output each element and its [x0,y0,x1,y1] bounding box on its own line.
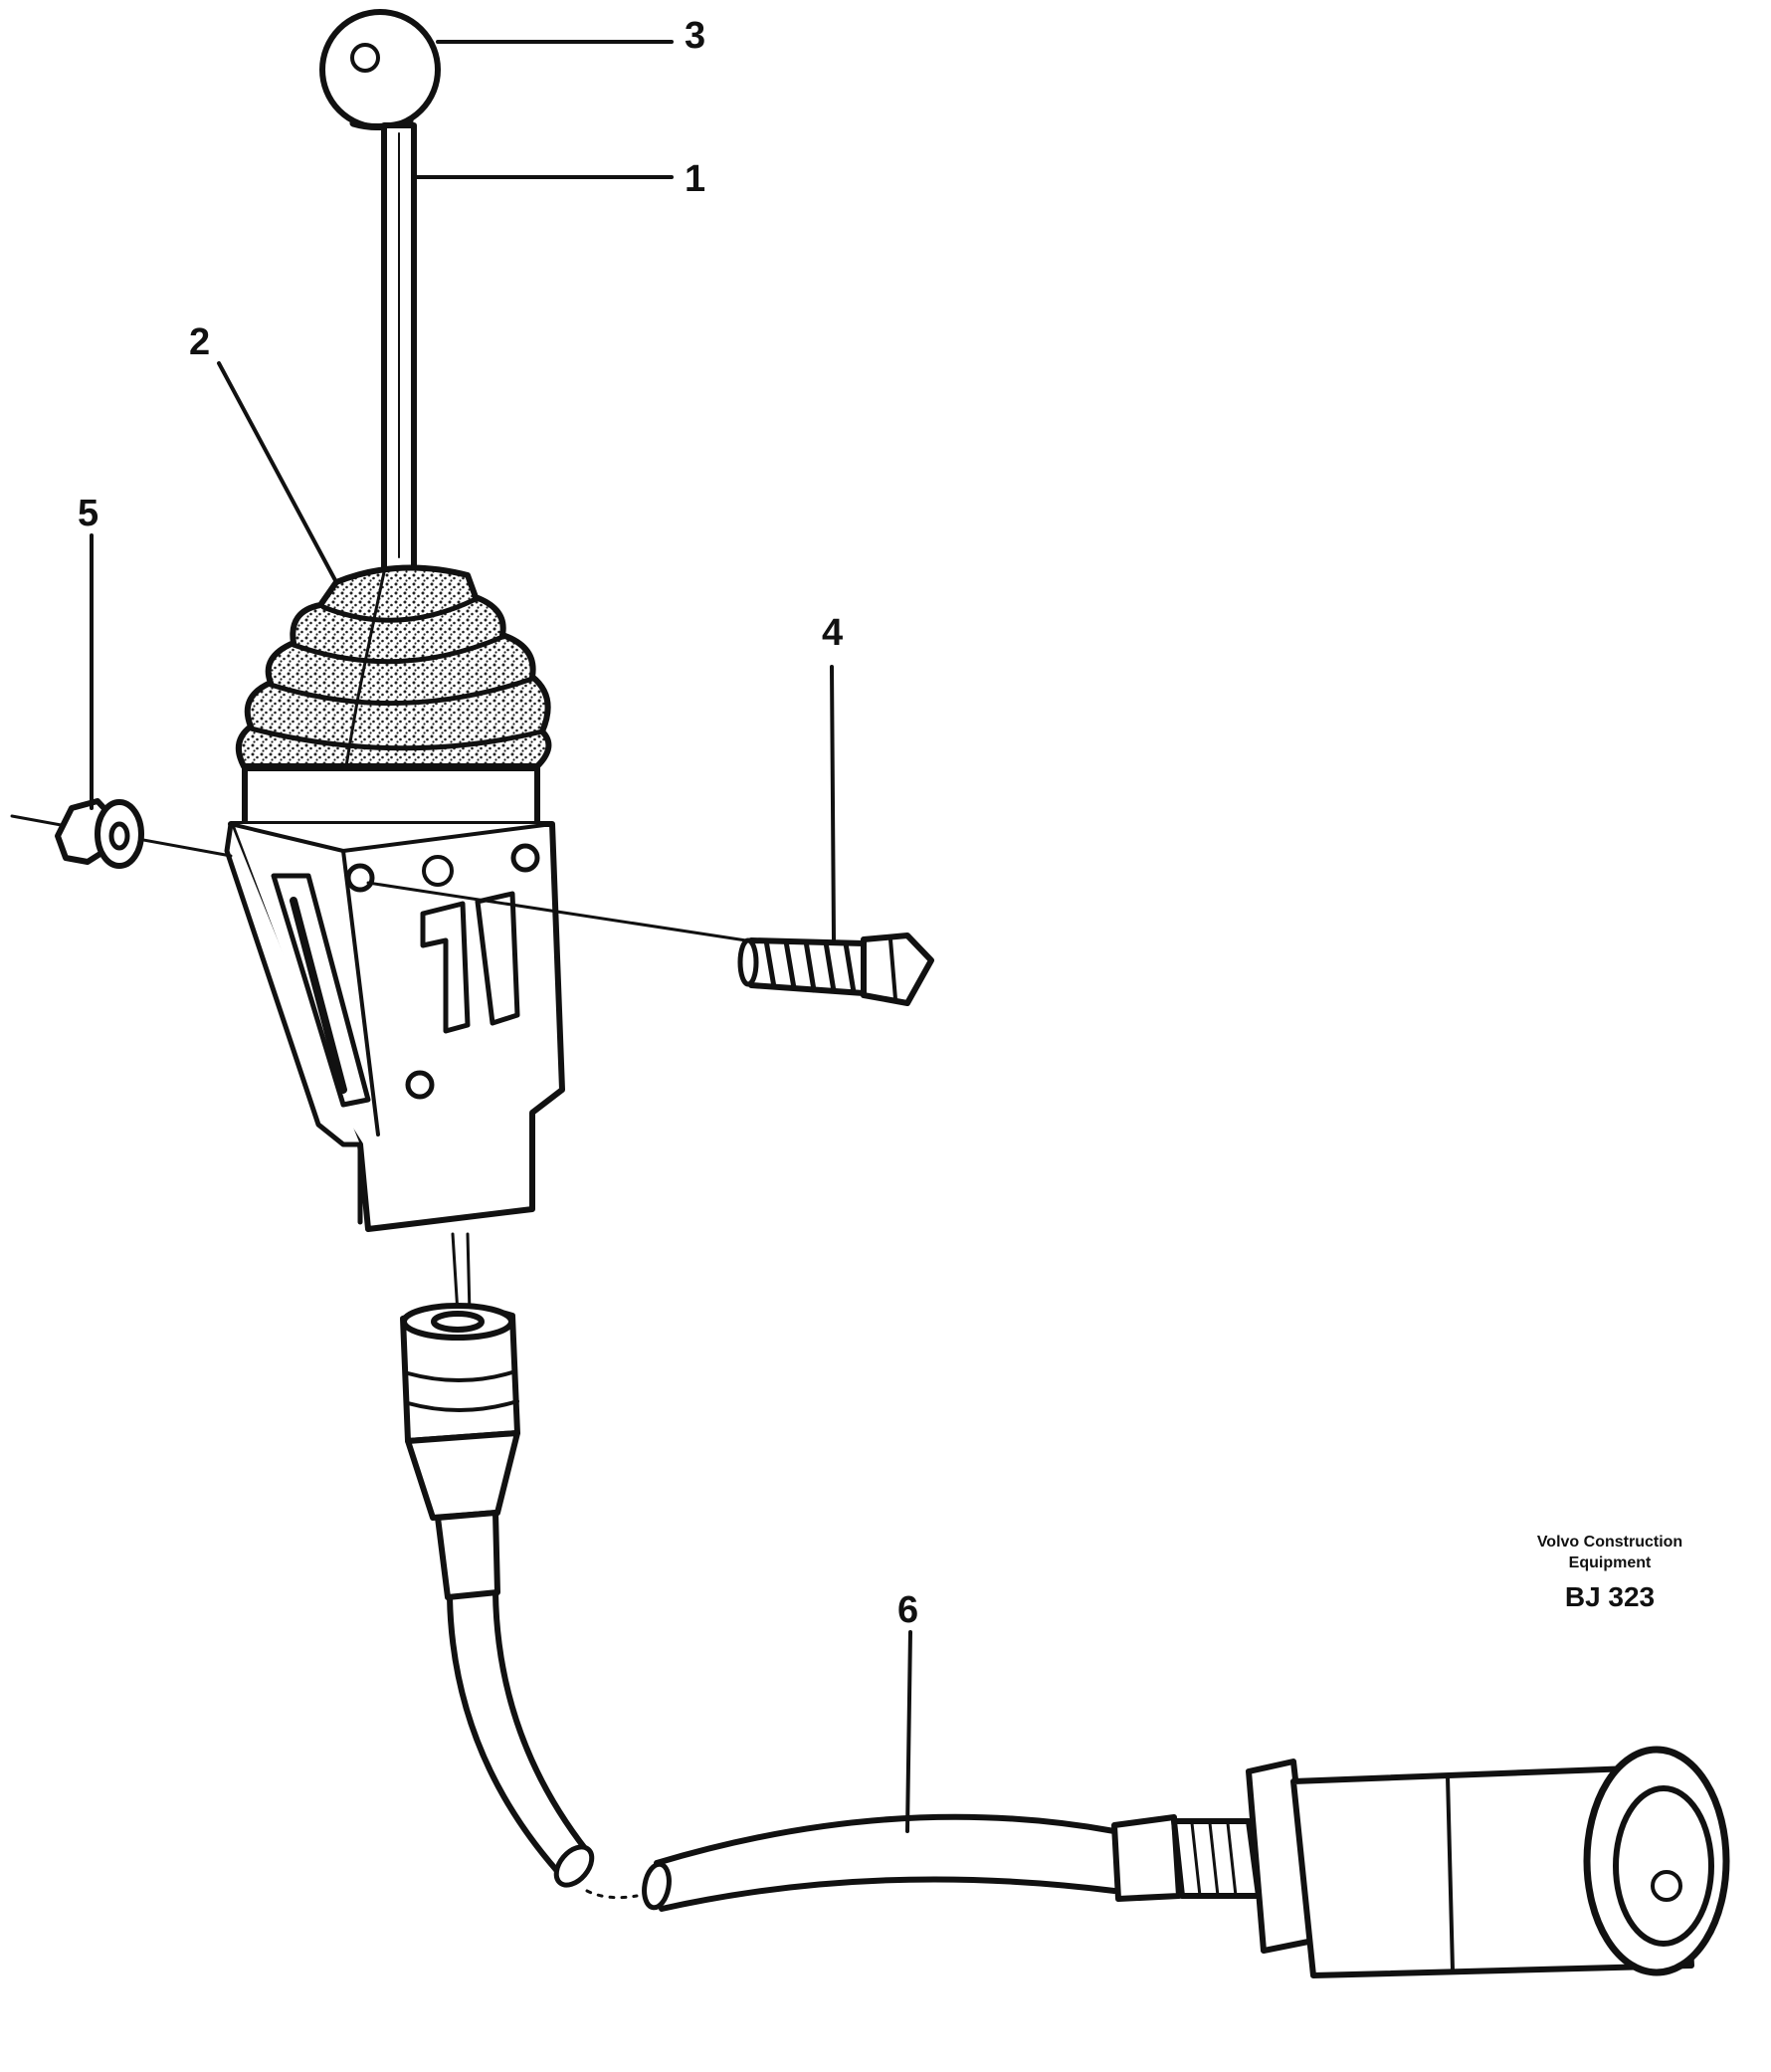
screw-part [366,881,934,1006]
callout-4: 4 [822,612,843,654]
rubber-boot-part [235,564,552,769]
brand-code: BJ 323 [1565,1581,1655,1612]
callout-1: 1 [685,158,705,200]
control-housing [224,765,565,1232]
callout-3: 3 [685,15,705,57]
knob-part [319,9,441,130]
brand-line-2: Equipment [1569,1554,1652,1571]
cable-part [447,1589,1730,1978]
connector-plug [400,1232,520,1600]
brand-line-1: Volvo Construction [1537,1534,1682,1551]
lever-rod-part [381,122,417,575]
callout-5: 5 [78,493,98,534]
lock-nut-part [10,798,233,869]
leader-lines [90,40,912,1833]
callout-6: 6 [897,1589,918,1631]
callout-2: 2 [189,321,210,363]
